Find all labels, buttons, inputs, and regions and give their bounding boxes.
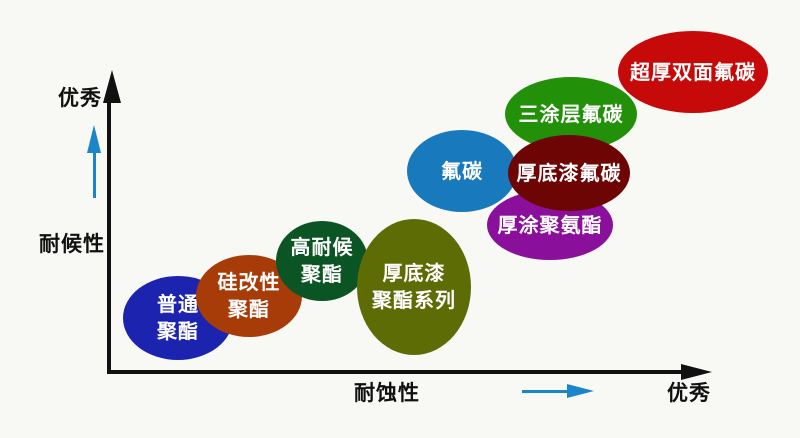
bubble-thick-primer-fluorocarbon: 厚底漆氟碳 xyxy=(508,135,630,211)
bubble-high-weatherability-polyester: 高耐候 聚酯 xyxy=(276,221,368,301)
bubble-label: 氟碳 xyxy=(441,158,483,183)
bubble-thick-primer-polyester-series: 厚底漆 聚酯系列 xyxy=(357,219,471,355)
x-axis-max-label: 优秀 xyxy=(667,381,711,405)
y-accent-arrow-line xyxy=(93,150,96,198)
x-axis-title: 耐蚀性 xyxy=(354,381,420,405)
bubble-ultra-thick-double-sided-fluorocarbon: 超厚双面氟碳 xyxy=(618,31,768,113)
y-axis-arrowhead-icon xyxy=(103,70,121,103)
y-axis-max-label: 优秀 xyxy=(58,86,102,110)
bubble-label: 高耐候 聚酯 xyxy=(290,235,354,286)
y-axis-title: 耐候性 xyxy=(39,232,105,256)
y-accent-arrowhead-icon xyxy=(87,125,101,153)
bubble-label: 超厚双面氟碳 xyxy=(630,59,756,84)
bubble-label: 厚底漆 聚酯系列 xyxy=(372,261,456,312)
bubble-fluorocarbon: 氟碳 xyxy=(407,130,517,212)
x-accent-arrowhead-icon xyxy=(567,384,594,398)
x-accent-arrow-line xyxy=(522,390,572,393)
bubble-label: 厚涂聚氨酯 xyxy=(497,212,603,237)
bubble-label: 普通 聚酯 xyxy=(157,292,199,343)
bubble-label: 厚底漆氟碳 xyxy=(516,160,622,185)
bubble-label: 三涂层氟碳 xyxy=(518,101,624,126)
bubble-label: 硅改性 聚酯 xyxy=(217,270,281,321)
x-axis-arrowhead-icon xyxy=(681,364,712,380)
y-axis-line xyxy=(107,100,111,374)
x-axis-line xyxy=(107,370,685,374)
